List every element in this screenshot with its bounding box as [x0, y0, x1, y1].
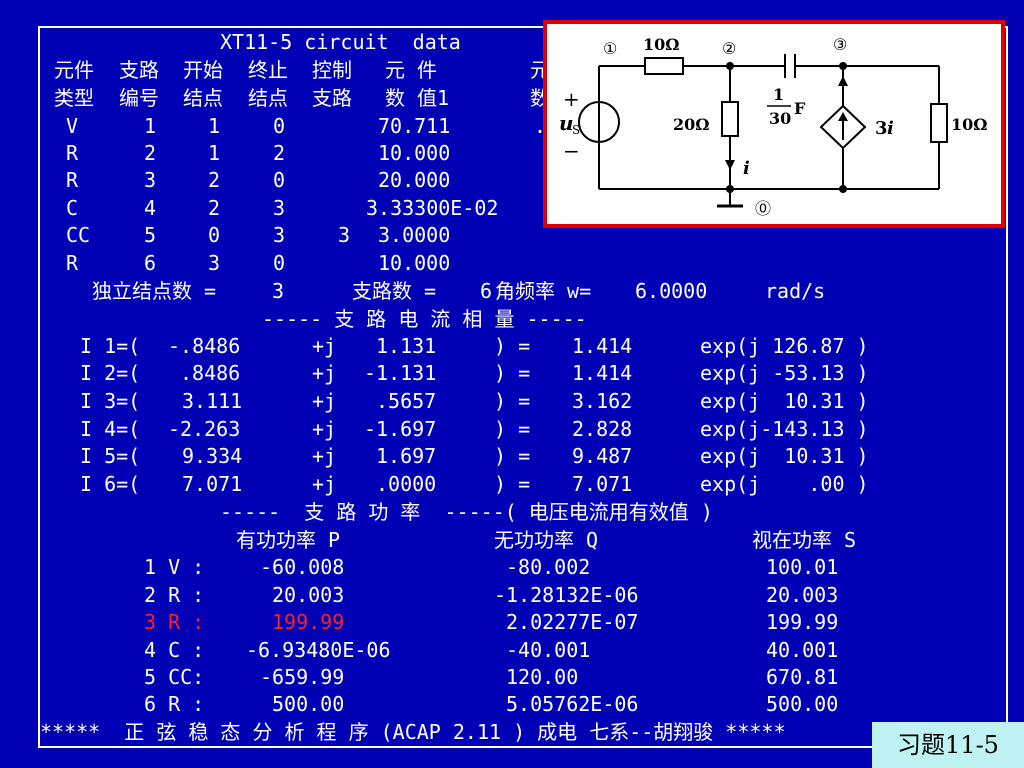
r2-label: 20Ω — [673, 115, 710, 134]
cap-unit: F — [794, 99, 806, 118]
node-1-label: ① — [603, 39, 617, 58]
cap-denominator: 30 — [769, 109, 791, 128]
power-heading: ----- 支 路 功 率 -----( 电压电流用有效值 ) — [220, 500, 713, 524]
circuit-diagram-panel: ① ② ③ ⓪ 10Ω 20Ω 10Ω 1 30 F + − u S 3 i i — [543, 20, 1005, 228]
resistor-r2 — [721, 101, 739, 137]
resistor-r3 — [930, 103, 948, 143]
current-arrow-icon — [725, 160, 735, 170]
cap-numerator: 1 — [773, 85, 784, 104]
footer-credit: ***** 正 弦 稳 态 分 析 程 序 (ACAP 2.11 ) 成电 七系… — [40, 720, 786, 744]
source-label: u — [559, 111, 574, 135]
ccs-coefficient: 3 — [875, 118, 888, 139]
ccs-variable: i — [887, 118, 894, 139]
phasor-heading: ----- 支 路 电 流 相 量 ----- — [262, 307, 587, 331]
node-3-label: ③ — [833, 35, 847, 54]
r3-label: 10Ω — [951, 115, 988, 134]
node-0-label: ⓪ — [755, 199, 771, 218]
node-dots — [726, 62, 847, 193]
current-label: i — [743, 158, 750, 179]
exercise-badge: 习题11-5 — [872, 722, 1024, 768]
source-subscript: S — [572, 123, 580, 137]
screen-frame — [38, 26, 1008, 748]
capacitor — [781, 54, 799, 78]
dependent-current-source — [819, 76, 867, 150]
voltage-source — [578, 101, 620, 143]
node-2-label: ② — [722, 39, 736, 58]
circuit-diagram: ① ② ③ ⓪ 10Ω 20Ω 10Ω 1 30 F + − u S 3 i i — [559, 35, 988, 218]
resistor-r1 — [644, 57, 684, 75]
r1-label: 10Ω — [643, 35, 680, 54]
source-plus: + — [563, 87, 580, 111]
source-minus: − — [563, 139, 580, 163]
page-title: XT11-5 circuit data — [220, 30, 461, 54]
